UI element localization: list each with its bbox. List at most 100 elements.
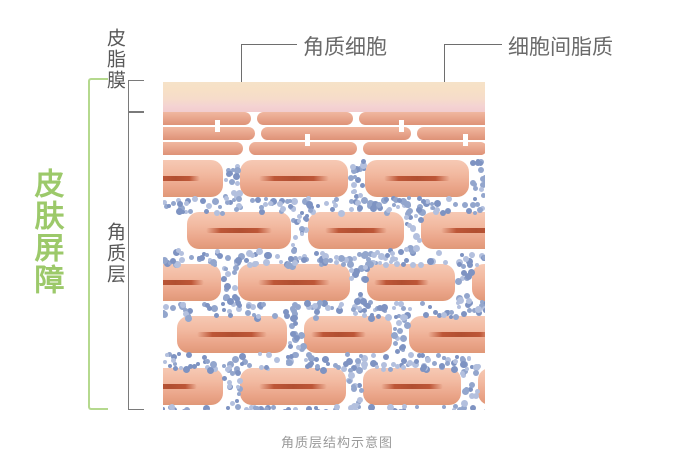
lipid-particle bbox=[462, 388, 470, 396]
lipid-particle bbox=[337, 254, 345, 262]
lipid-particle bbox=[202, 355, 208, 361]
lipid-particle bbox=[263, 258, 271, 266]
lipid-particle bbox=[234, 403, 241, 410]
lipid-particle bbox=[253, 406, 260, 410]
lipid-particle bbox=[408, 247, 416, 255]
lipid-particle bbox=[410, 262, 417, 269]
lipid-particle bbox=[350, 189, 355, 194]
lipid-particle bbox=[471, 307, 477, 313]
lipid-particle bbox=[298, 256, 303, 261]
lipid-particle bbox=[211, 366, 218, 373]
lipid-particle bbox=[397, 328, 404, 335]
lipid-particle bbox=[368, 300, 374, 306]
lipid-particle bbox=[364, 303, 371, 310]
sebum-film-bracket bbox=[128, 80, 144, 112]
lipid-particle bbox=[250, 304, 257, 311]
lipid-particle bbox=[292, 235, 298, 241]
lipid-particle bbox=[227, 360, 235, 368]
lipid-particle bbox=[475, 262, 480, 267]
lipid-particle bbox=[356, 405, 361, 410]
lipid-particle bbox=[443, 259, 449, 265]
lipid-particle bbox=[292, 407, 298, 410]
lipid-particle bbox=[430, 201, 435, 206]
lipid-particle bbox=[229, 400, 235, 406]
lipid-particle bbox=[393, 301, 399, 307]
lipid-particle bbox=[404, 215, 410, 221]
figure-caption: 角质层结构示意图 bbox=[280, 436, 393, 451]
lipid-particle bbox=[320, 366, 328, 374]
lipid-particle bbox=[401, 358, 408, 365]
lipid-particle bbox=[460, 404, 467, 410]
lipid-particle bbox=[407, 222, 413, 228]
cell-separator bbox=[399, 120, 404, 132]
lipid-particle bbox=[473, 393, 480, 400]
corneocyte bbox=[363, 368, 461, 405]
lipid-particle bbox=[175, 207, 183, 215]
flattened-corneocyte bbox=[257, 112, 353, 125]
lipid-particle bbox=[221, 308, 226, 313]
corneocyte-callout-label: 角质细胞 bbox=[303, 35, 387, 59]
lipid-particle bbox=[206, 202, 213, 209]
flattened-cell-band bbox=[163, 112, 485, 156]
lipid-particle bbox=[388, 259, 393, 264]
lipid-particle bbox=[463, 292, 470, 299]
lipid-particle bbox=[245, 304, 251, 310]
lipid-particle bbox=[401, 404, 407, 410]
lipid-particle bbox=[231, 167, 236, 172]
lipid-particle bbox=[322, 252, 330, 260]
lipid-particle bbox=[482, 307, 485, 313]
lipid-particle bbox=[258, 204, 264, 210]
lipid-particle bbox=[371, 200, 379, 208]
lipid-particle bbox=[332, 362, 338, 368]
lipid-particle bbox=[202, 302, 208, 308]
lipid-particle bbox=[426, 258, 434, 266]
lipid-particle bbox=[287, 344, 293, 350]
lipid-particle bbox=[452, 358, 458, 364]
lipid-particle bbox=[461, 270, 468, 277]
lipid-particle bbox=[322, 408, 329, 410]
lipid-particle bbox=[212, 197, 219, 205]
lipid-particle bbox=[211, 305, 219, 313]
lipid-particle bbox=[291, 217, 297, 223]
lipid-particle bbox=[334, 259, 340, 265]
lipid-particle bbox=[185, 314, 193, 322]
lipid-particle bbox=[473, 210, 478, 215]
lipid-particle bbox=[459, 361, 467, 369]
lipid-particle bbox=[233, 265, 240, 272]
lipid-particle bbox=[324, 304, 331, 311]
lipid-particle bbox=[393, 257, 398, 262]
lipid-particle bbox=[282, 409, 289, 410]
lipid-particle bbox=[343, 361, 350, 368]
lipid-particle bbox=[383, 262, 390, 269]
lipid-particle bbox=[227, 171, 233, 177]
lipid-particle bbox=[316, 204, 321, 209]
lipid-particle bbox=[420, 366, 427, 373]
lipid-particle bbox=[188, 255, 194, 261]
lipid-particle bbox=[351, 256, 357, 262]
lipid-particle bbox=[439, 362, 446, 369]
lipid-particle bbox=[290, 248, 297, 255]
lipid-particle bbox=[472, 196, 477, 201]
lipid-particle bbox=[286, 355, 291, 359]
lipid-particle bbox=[350, 163, 356, 170]
lipid-particle bbox=[231, 355, 239, 363]
lipid-particle bbox=[245, 250, 253, 257]
lipid-particle bbox=[288, 353, 294, 359]
lipid-particle bbox=[223, 195, 229, 201]
lipid-particle bbox=[170, 201, 176, 207]
lipid-particle bbox=[391, 362, 397, 368]
lipid-particle bbox=[435, 353, 441, 359]
lipid-particle bbox=[478, 186, 484, 192]
lipid-particle bbox=[309, 209, 316, 216]
flattened-corneocyte bbox=[163, 112, 251, 125]
lipid-particle bbox=[234, 167, 242, 175]
lipid-particle bbox=[354, 408, 361, 410]
lipid-particle bbox=[227, 298, 235, 306]
lipid-particle bbox=[290, 331, 297, 338]
corneocyte bbox=[163, 368, 223, 405]
lipid-particle bbox=[184, 210, 189, 215]
lipid-particle bbox=[186, 308, 193, 315]
lipid-particle bbox=[417, 238, 423, 244]
lipid-particle bbox=[433, 310, 439, 316]
lipid-particle bbox=[363, 265, 369, 271]
